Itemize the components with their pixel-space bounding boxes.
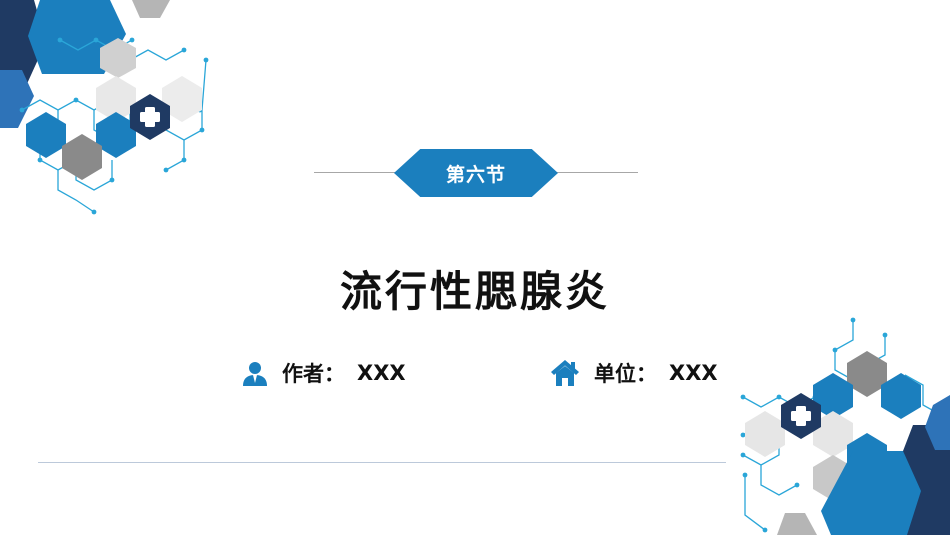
author-value: XXX <box>357 361 406 385</box>
home-icon <box>551 360 579 386</box>
corner-blue-shape <box>925 395 950 450</box>
hexagon-decoration-top-left <box>0 0 209 215</box>
medical-cross-icon <box>130 94 170 140</box>
corner-dark-shape <box>903 425 950 535</box>
hexagon-gray-top <box>132 0 170 18</box>
medical-cross-icon <box>781 393 821 439</box>
page-title: 流行性腮腺炎 <box>339 267 610 316</box>
hexagon-gray <box>847 351 887 397</box>
unit-info: 单位： XXX <box>550 356 718 390</box>
hexagon-blue <box>96 112 136 158</box>
hexagon-white <box>162 76 202 122</box>
section-divider-right <box>552 172 638 173</box>
section-label: 第六节 <box>445 163 506 186</box>
author-label: 作者： <box>282 362 345 386</box>
section-badge: 第六节 <box>394 149 558 197</box>
hexagon-white <box>745 411 785 457</box>
hexagon-light-gray <box>100 38 136 78</box>
unit-label: 单位： <box>594 362 657 386</box>
hexagon-decoration-bottom-right <box>740 317 950 535</box>
hexagon-blue <box>881 373 921 419</box>
hexagon-blue <box>813 373 853 419</box>
hexagon-gray-bottom <box>777 513 817 535</box>
corner-blue-shape <box>0 70 34 128</box>
person-icon <box>243 362 267 386</box>
author-info: 作者： XXX <box>242 356 406 390</box>
hexagon-white <box>813 411 853 457</box>
hexagon-gray <box>62 134 102 180</box>
corner-blue-shape <box>821 451 931 535</box>
unit-value: XXX <box>669 361 718 385</box>
hexagon-white <box>96 76 136 122</box>
footer-divider <box>38 462 726 463</box>
hexagon-blue <box>26 112 66 158</box>
section-divider-left <box>314 172 400 173</box>
